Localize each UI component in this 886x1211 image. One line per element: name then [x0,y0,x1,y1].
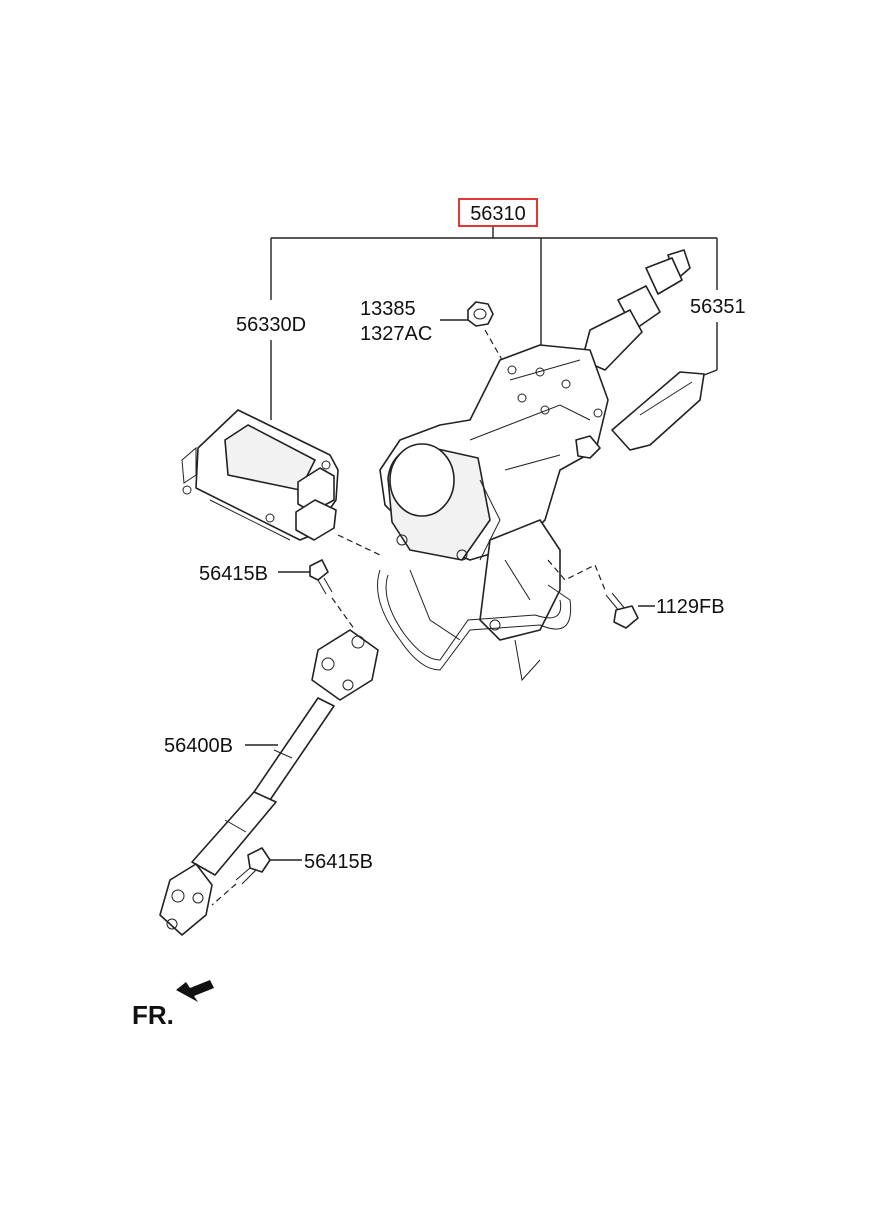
svg-text:56310: 56310 [470,203,526,225]
nut-part [467,301,494,327]
mount-bolt-label[interactable]: 1129FB [656,596,725,618]
front-direction-marker: FR. [132,980,214,1030]
cover-label[interactable]: 56351 [690,296,746,318]
nut-label-1[interactable]: 13385 [360,298,416,320]
control-unit-label[interactable]: 56330D [236,314,306,336]
front-arrow-icon [176,980,214,1002]
control-unit-part [181,409,339,541]
highlight-box [458,198,538,227]
shaft-label[interactable]: 56400B [164,735,233,757]
mount-bolt-part [605,592,639,629]
nut-label-2[interactable]: 1327AC [360,323,432,345]
steering-column-body [377,249,705,682]
assembly-leader-lines [270,226,718,420]
upper-bolt-label[interactable]: 56415B [199,563,268,585]
lower-bolt-label[interactable]: 56415B [304,851,373,873]
front-label: FR. [132,1000,174,1030]
upper-bolt-part [309,559,333,595]
lower-bolt-part [235,847,271,885]
assembly-part-label[interactable]: 56310 [458,198,538,227]
intermediate-shaft-part [159,629,379,936]
